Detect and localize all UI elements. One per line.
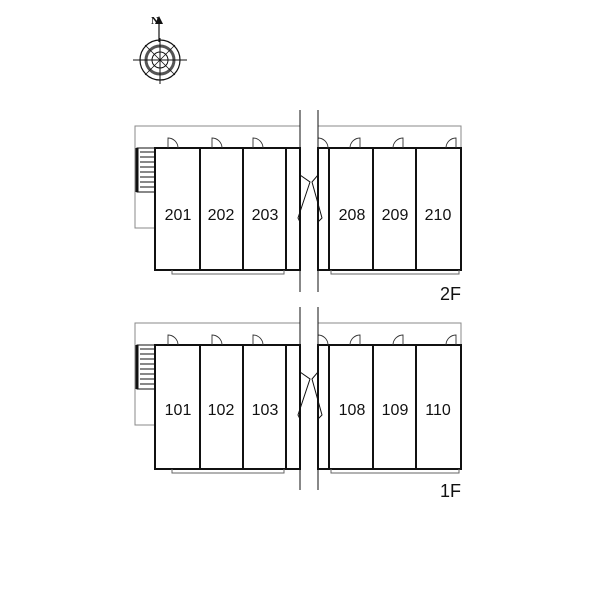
corridor-outline (134, 125, 300, 229)
compass-north-label: N (151, 15, 159, 27)
doors (167, 137, 457, 149)
floor-label: 2F (440, 284, 461, 304)
balcony-rail (171, 469, 285, 474)
room-label: 201 (165, 207, 192, 224)
floor-2f: 201 202 203 208 209 210 2F (134, 110, 462, 304)
building-block-left (154, 147, 301, 271)
building-block-right (317, 344, 462, 470)
compass: N (133, 15, 187, 84)
building-block-left (154, 344, 301, 470)
stairs (135, 147, 156, 193)
stairs (135, 344, 156, 390)
room-label: 109 (382, 402, 409, 419)
break-line (297, 307, 323, 490)
room-label: 101 (165, 402, 192, 419)
corridor-outline (318, 125, 462, 148)
room-label: 209 (382, 207, 409, 224)
room-label: 203 (252, 207, 279, 224)
compass-cross-diag-2 (144, 44, 176, 76)
room-label: 103 (252, 402, 279, 419)
room-label: 210 (425, 207, 452, 224)
compass-arrow-head (155, 16, 163, 24)
room-label: 208 (339, 207, 366, 224)
corridor-outline (318, 322, 462, 345)
room-label: 202 (208, 207, 235, 224)
balcony-rail (171, 270, 285, 275)
floor-label: 1F (440, 481, 461, 501)
balcony-rail (330, 469, 460, 474)
doors (167, 334, 457, 346)
room-label: 110 (425, 402, 451, 419)
room-label: 102 (208, 402, 235, 419)
corridor-outline (134, 322, 300, 426)
building-block-right (317, 147, 462, 271)
room-label: 108 (339, 402, 366, 419)
balcony-rail (330, 270, 460, 275)
floor-1f: 101 102 103 108 109 110 1F (134, 307, 462, 501)
break-line (297, 110, 323, 292)
